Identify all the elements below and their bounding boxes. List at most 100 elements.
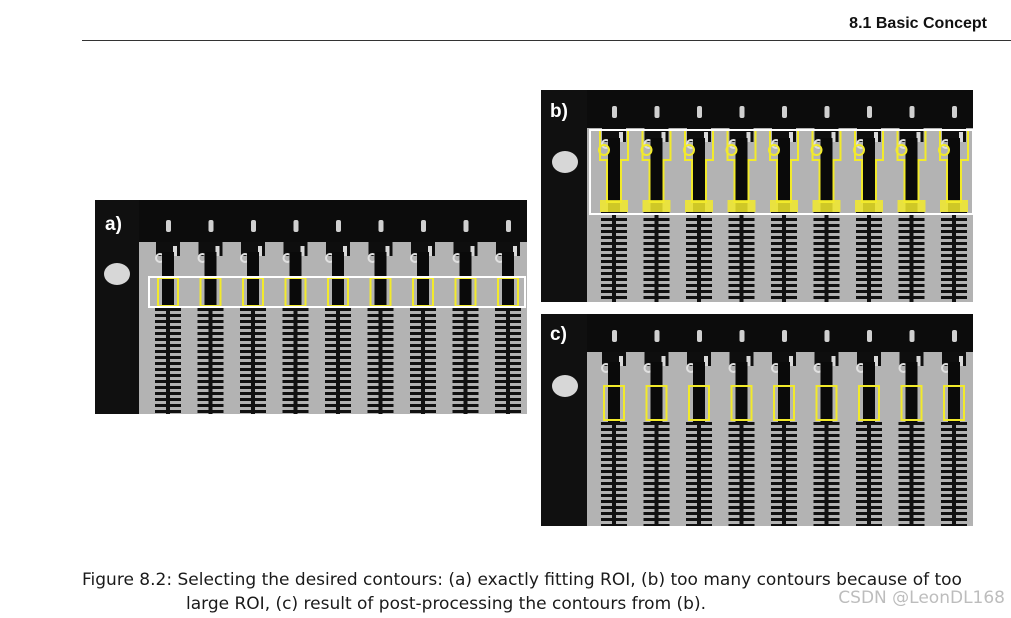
comb-spine (506, 308, 510, 414)
mounting-hole (104, 263, 130, 285)
finger-stem (820, 362, 833, 422)
finger-slot (661, 132, 666, 142)
finger-stem (863, 138, 875, 212)
finger-slot (619, 132, 623, 142)
comb-spine (378, 308, 383, 414)
top-dot (506, 220, 511, 232)
contour (730, 385, 753, 421)
finger-stem (820, 138, 833, 212)
top-dot (739, 106, 745, 118)
top-dot (612, 330, 617, 342)
contour (645, 385, 668, 421)
contour (642, 200, 671, 212)
contour (640, 144, 653, 156)
finger-stem (693, 138, 705, 212)
contour (897, 200, 926, 212)
comb-spine (336, 308, 340, 414)
figure-panel-b: b) (541, 90, 973, 302)
finger-stem (417, 252, 429, 308)
comb-spine (654, 212, 659, 302)
comb-spine (824, 422, 829, 526)
running-head: 8.1 Basic Concept (849, 15, 987, 32)
top-dot (697, 106, 702, 118)
comb-spine (612, 212, 616, 302)
finger-slot (428, 246, 432, 256)
finger-stem (289, 252, 302, 308)
comb-spine (697, 212, 701, 302)
top-dot (654, 106, 660, 118)
finger-slot (385, 246, 390, 256)
contour (773, 385, 795, 421)
header-rule (82, 40, 1011, 41)
contour (810, 144, 823, 156)
left-dark-strip (95, 200, 139, 414)
comb-spine (293, 308, 298, 414)
figure-panel-c: c) (541, 314, 973, 526)
panel-c-image (541, 314, 973, 526)
finger-stem (650, 138, 663, 212)
roi-rectangle (589, 129, 973, 215)
contour (688, 385, 710, 421)
comb-spine (463, 308, 468, 414)
finger-slot (215, 246, 220, 256)
finger-stem (863, 362, 875, 422)
top-dot (739, 330, 745, 342)
panel-a-image (95, 200, 527, 414)
comb-spine (867, 422, 871, 526)
top-dot (612, 106, 617, 118)
finger-stem (650, 362, 663, 422)
contour (812, 200, 841, 212)
mounting-hole (552, 151, 578, 173)
contour (768, 144, 780, 156)
finger-stem (905, 138, 918, 212)
finger-stem (332, 252, 344, 308)
comb-spine (166, 308, 170, 414)
comb-spine (654, 422, 659, 526)
finger-stem (162, 252, 174, 308)
finger-stem (948, 138, 960, 212)
finger-slot (746, 132, 751, 142)
finger-slot (513, 246, 517, 256)
contour (858, 385, 880, 421)
top-dot (867, 330, 872, 342)
top-dot (697, 330, 702, 342)
finger-slot (789, 132, 793, 142)
finger-slot (831, 132, 836, 142)
mounting-hole (552, 375, 578, 397)
top-dot (293, 220, 299, 232)
contour (727, 200, 756, 212)
finger-stem (905, 362, 918, 422)
finger-slot (704, 356, 708, 366)
finger-slot (874, 356, 878, 366)
top-dot (166, 220, 171, 232)
caption-line-1: Figure 8.2: Selecting the desired contou… (82, 570, 962, 590)
finger-slot (704, 132, 708, 142)
comb-spine (612, 422, 616, 526)
comb-spine (782, 422, 786, 526)
panel-b-image (541, 90, 973, 302)
top-dot (421, 220, 426, 232)
comb-spine (421, 308, 425, 414)
comb-spine (697, 422, 701, 526)
contour (598, 144, 610, 156)
top-dot (782, 330, 787, 342)
comb-spine (208, 308, 213, 414)
contour (683, 144, 695, 156)
finger-slot (789, 356, 793, 366)
contour (603, 385, 625, 421)
top-dark-band (541, 314, 973, 352)
top-dot (208, 220, 214, 232)
comb-spine (782, 212, 786, 302)
comb-spine (251, 308, 255, 414)
comb-spine (952, 212, 956, 302)
top-dark-band (95, 200, 527, 242)
finger-slot (959, 132, 963, 142)
finger-stem (948, 362, 960, 422)
finger-stem (693, 362, 705, 422)
finger-slot (173, 246, 177, 256)
finger-slot (661, 356, 666, 366)
top-dot (378, 220, 384, 232)
contour (770, 200, 798, 212)
finger-slot (959, 356, 963, 366)
top-dot (952, 330, 957, 342)
